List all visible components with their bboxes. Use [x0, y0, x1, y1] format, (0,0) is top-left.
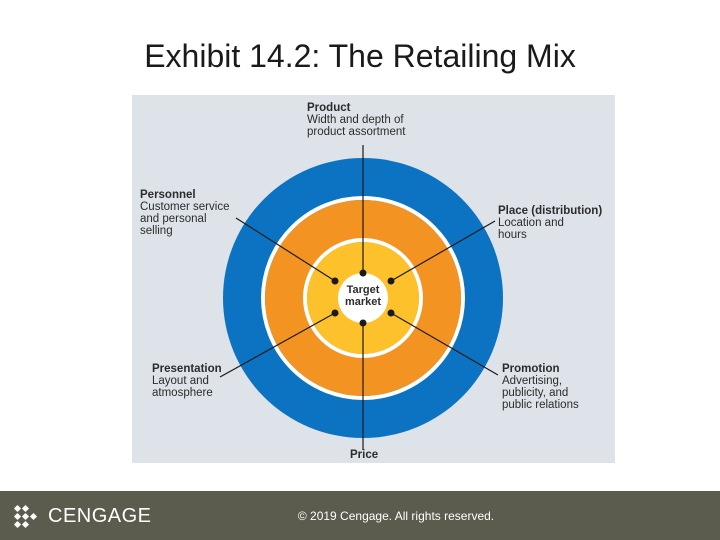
- dot-promotion: [387, 309, 395, 317]
- label-price: Price: [350, 449, 378, 461]
- dot-presentation: [331, 309, 339, 317]
- label-presentation-detail: Layout and atmosphere: [152, 375, 213, 399]
- label-promotion: Promotion Advertising, publicity, and pu…: [502, 363, 579, 411]
- brand-name: CENGAGE: [48, 504, 152, 527]
- retailing-mix-diagram: Target market Product Width and depth of…: [132, 95, 615, 463]
- cengage-mark-icon: [13, 504, 38, 529]
- copyright-notice: © 2019 Cengage. All rights reserved.: [297, 509, 495, 523]
- dot-price: [359, 319, 367, 327]
- label-product: Product Width and depth of product assor…: [307, 102, 405, 138]
- slide-title: Exhibit 14.2: The Retailing Mix: [144, 38, 576, 74]
- label-product-heading: Product: [307, 102, 351, 114]
- cengage-logo: CENGAGE: [12, 502, 152, 530]
- dot-product: [359, 269, 367, 277]
- center-label-target-market: Target market: [344, 284, 382, 308]
- dot-personnel: [331, 277, 339, 285]
- label-place-heading: Place (distribution): [498, 205, 603, 217]
- leader-place: [390, 220, 496, 282]
- label-promotion-detail: Advertising, publicity, and public relat…: [502, 375, 579, 411]
- label-personnel-heading: Personnel: [140, 189, 196, 201]
- retailing-mix-graphic: [219, 145, 503, 450]
- center-circle: [338, 273, 388, 323]
- dot-place: [387, 277, 395, 285]
- leader-personnel: [235, 217, 336, 282]
- label-place-detail: Location and hours: [498, 217, 564, 241]
- leader-presentation: [219, 312, 336, 378]
- label-place: Place (distribution) Location and hours: [498, 205, 602, 241]
- leader-promotion: [390, 312, 499, 376]
- label-personnel-detail: Customer service and personal selling: [140, 201, 230, 237]
- label-presentation-heading: Presentation: [152, 363, 222, 375]
- label-promotion-heading: Promotion: [502, 363, 560, 375]
- label-presentation: Presentation Layout and atmosphere: [152, 363, 222, 399]
- label-product-detail: Width and depth of product assortment: [307, 114, 406, 138]
- footer-bar: CENGAGE © 2019 Cengage. All rights reser…: [0, 491, 720, 540]
- label-price-heading: Price: [350, 449, 379, 461]
- label-personnel: Personnel Customer service and personal …: [140, 189, 229, 237]
